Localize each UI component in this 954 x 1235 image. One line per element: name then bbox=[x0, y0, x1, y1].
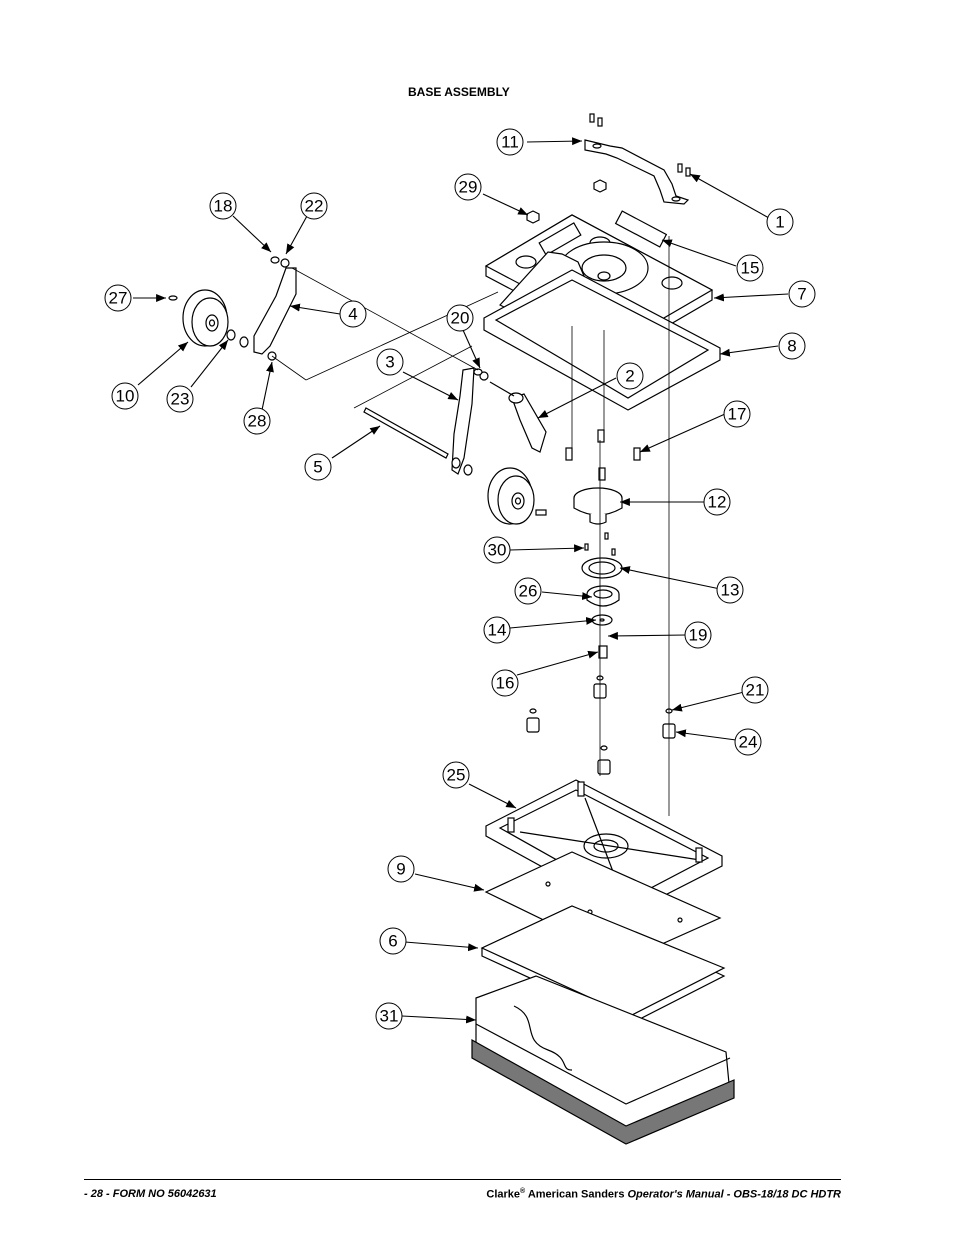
callout-20: 20 bbox=[446, 304, 474, 332]
callout-14: 14 bbox=[483, 616, 511, 644]
left-wheel-part bbox=[182, 289, 229, 347]
callout-4: 4 bbox=[339, 300, 367, 328]
svg-text:29: 29 bbox=[459, 178, 478, 197]
callout-16: 16 bbox=[491, 669, 519, 697]
svg-text:18: 18 bbox=[214, 197, 233, 216]
footer-manual-title: Clarke® American Sanders Operator's Manu… bbox=[486, 1188, 841, 1201]
callout-7: 7 bbox=[788, 280, 816, 308]
svg-text:25: 25 bbox=[447, 766, 466, 785]
flange-ring-part bbox=[581, 557, 623, 579]
callout-6: 6 bbox=[379, 927, 407, 955]
svg-text:21: 21 bbox=[746, 681, 765, 700]
svg-text:3: 3 bbox=[385, 353, 394, 372]
callout-29: 29 bbox=[454, 173, 482, 201]
callout-5: 5 bbox=[304, 453, 332, 481]
callout-2: 2 bbox=[616, 362, 644, 390]
svg-text:14: 14 bbox=[488, 621, 507, 640]
callout-10: 10 bbox=[111, 382, 139, 410]
callout-8: 8 bbox=[778, 332, 806, 360]
registered-mark: ® bbox=[520, 1188, 526, 1195]
callout-12: 12 bbox=[703, 488, 731, 516]
callout-18: 18 bbox=[209, 192, 237, 220]
callout-22: 22 bbox=[300, 192, 328, 220]
svg-text:31: 31 bbox=[380, 1007, 399, 1026]
center-mount-part bbox=[573, 487, 623, 525]
svg-text:20: 20 bbox=[451, 309, 470, 328]
callout-17: 17 bbox=[723, 400, 751, 428]
small-screws-part bbox=[584, 532, 616, 556]
callout-24: 24 bbox=[734, 728, 762, 756]
axle-rod-part bbox=[363, 407, 449, 459]
page-title: BASE ASSEMBLY bbox=[408, 85, 510, 99]
callout-23: 23 bbox=[166, 385, 194, 413]
washers-part bbox=[168, 256, 489, 476]
svg-text:28: 28 bbox=[248, 412, 267, 431]
svg-text:17: 17 bbox=[728, 405, 747, 424]
svg-text:23: 23 bbox=[171, 390, 190, 409]
svg-text:10: 10 bbox=[116, 387, 135, 406]
svg-text:2: 2 bbox=[625, 367, 634, 386]
pedal-part bbox=[489, 381, 547, 453]
center-bolt-part bbox=[598, 645, 608, 659]
left-lever-part bbox=[253, 267, 297, 355]
callout-13: 13 bbox=[716, 576, 744, 604]
sanding-pad-part bbox=[480, 905, 726, 1025]
top-screws-part bbox=[526, 113, 691, 224]
callout-25: 25 bbox=[442, 761, 470, 789]
svg-text:15: 15 bbox=[741, 259, 760, 278]
svg-text:27: 27 bbox=[109, 289, 128, 308]
svg-text:5: 5 bbox=[313, 458, 322, 477]
svg-text:16: 16 bbox=[496, 674, 515, 693]
frame-part bbox=[483, 269, 721, 411]
svg-text:11: 11 bbox=[501, 133, 519, 152]
svg-text:4: 4 bbox=[348, 305, 357, 324]
isolators-part bbox=[526, 675, 676, 775]
bearing-part bbox=[586, 585, 620, 607]
svg-text:8: 8 bbox=[787, 337, 796, 356]
callout-3: 3 bbox=[376, 348, 404, 376]
studs-part bbox=[565, 429, 641, 481]
svg-text:22: 22 bbox=[305, 197, 324, 216]
svg-text:30: 30 bbox=[488, 541, 507, 560]
svg-text:6: 6 bbox=[388, 932, 397, 951]
callout-26: 26 bbox=[514, 577, 542, 605]
svg-text:24: 24 bbox=[739, 733, 758, 752]
handle-bracket-part bbox=[584, 139, 690, 205]
exploded-parts-diagram: 11 1 29 15 7 8 18 22 27 4 20 3 2 10 23 2… bbox=[104, 113, 816, 1145]
svg-text:12: 12 bbox=[708, 493, 727, 512]
footer-company: American Sanders bbox=[525, 1188, 628, 1201]
callout-31: 31 bbox=[375, 1002, 403, 1030]
footer-form-number: - 28 - FORM NO 56042631 bbox=[84, 1188, 217, 1200]
callout-21: 21 bbox=[741, 676, 769, 704]
dust-skirt-part bbox=[471, 975, 735, 1145]
svg-text:26: 26 bbox=[519, 582, 538, 601]
callout-28: 28 bbox=[243, 407, 271, 435]
footer-brand: Clarke bbox=[486, 1188, 521, 1201]
svg-text:13: 13 bbox=[721, 581, 740, 600]
callout-27: 27 bbox=[104, 284, 132, 312]
footer-divider bbox=[84, 1179, 841, 1180]
callout-19: 19 bbox=[684, 621, 712, 649]
callout-30: 30 bbox=[483, 536, 511, 564]
footer-manual-name: Operator's Manual - OBS-18/18 DC HDTR bbox=[627, 1188, 842, 1201]
callout-15: 15 bbox=[736, 254, 764, 282]
svg-text:1: 1 bbox=[775, 213, 784, 232]
right-wheel-part bbox=[487, 467, 547, 525]
svg-text:7: 7 bbox=[797, 285, 806, 304]
svg-text:19: 19 bbox=[689, 626, 708, 645]
svg-text:9: 9 bbox=[396, 860, 405, 879]
callout-9: 9 bbox=[387, 855, 415, 883]
right-lever-part bbox=[451, 367, 475, 475]
callout-1: 1 bbox=[766, 208, 794, 236]
callout-11: 11 bbox=[496, 128, 524, 156]
